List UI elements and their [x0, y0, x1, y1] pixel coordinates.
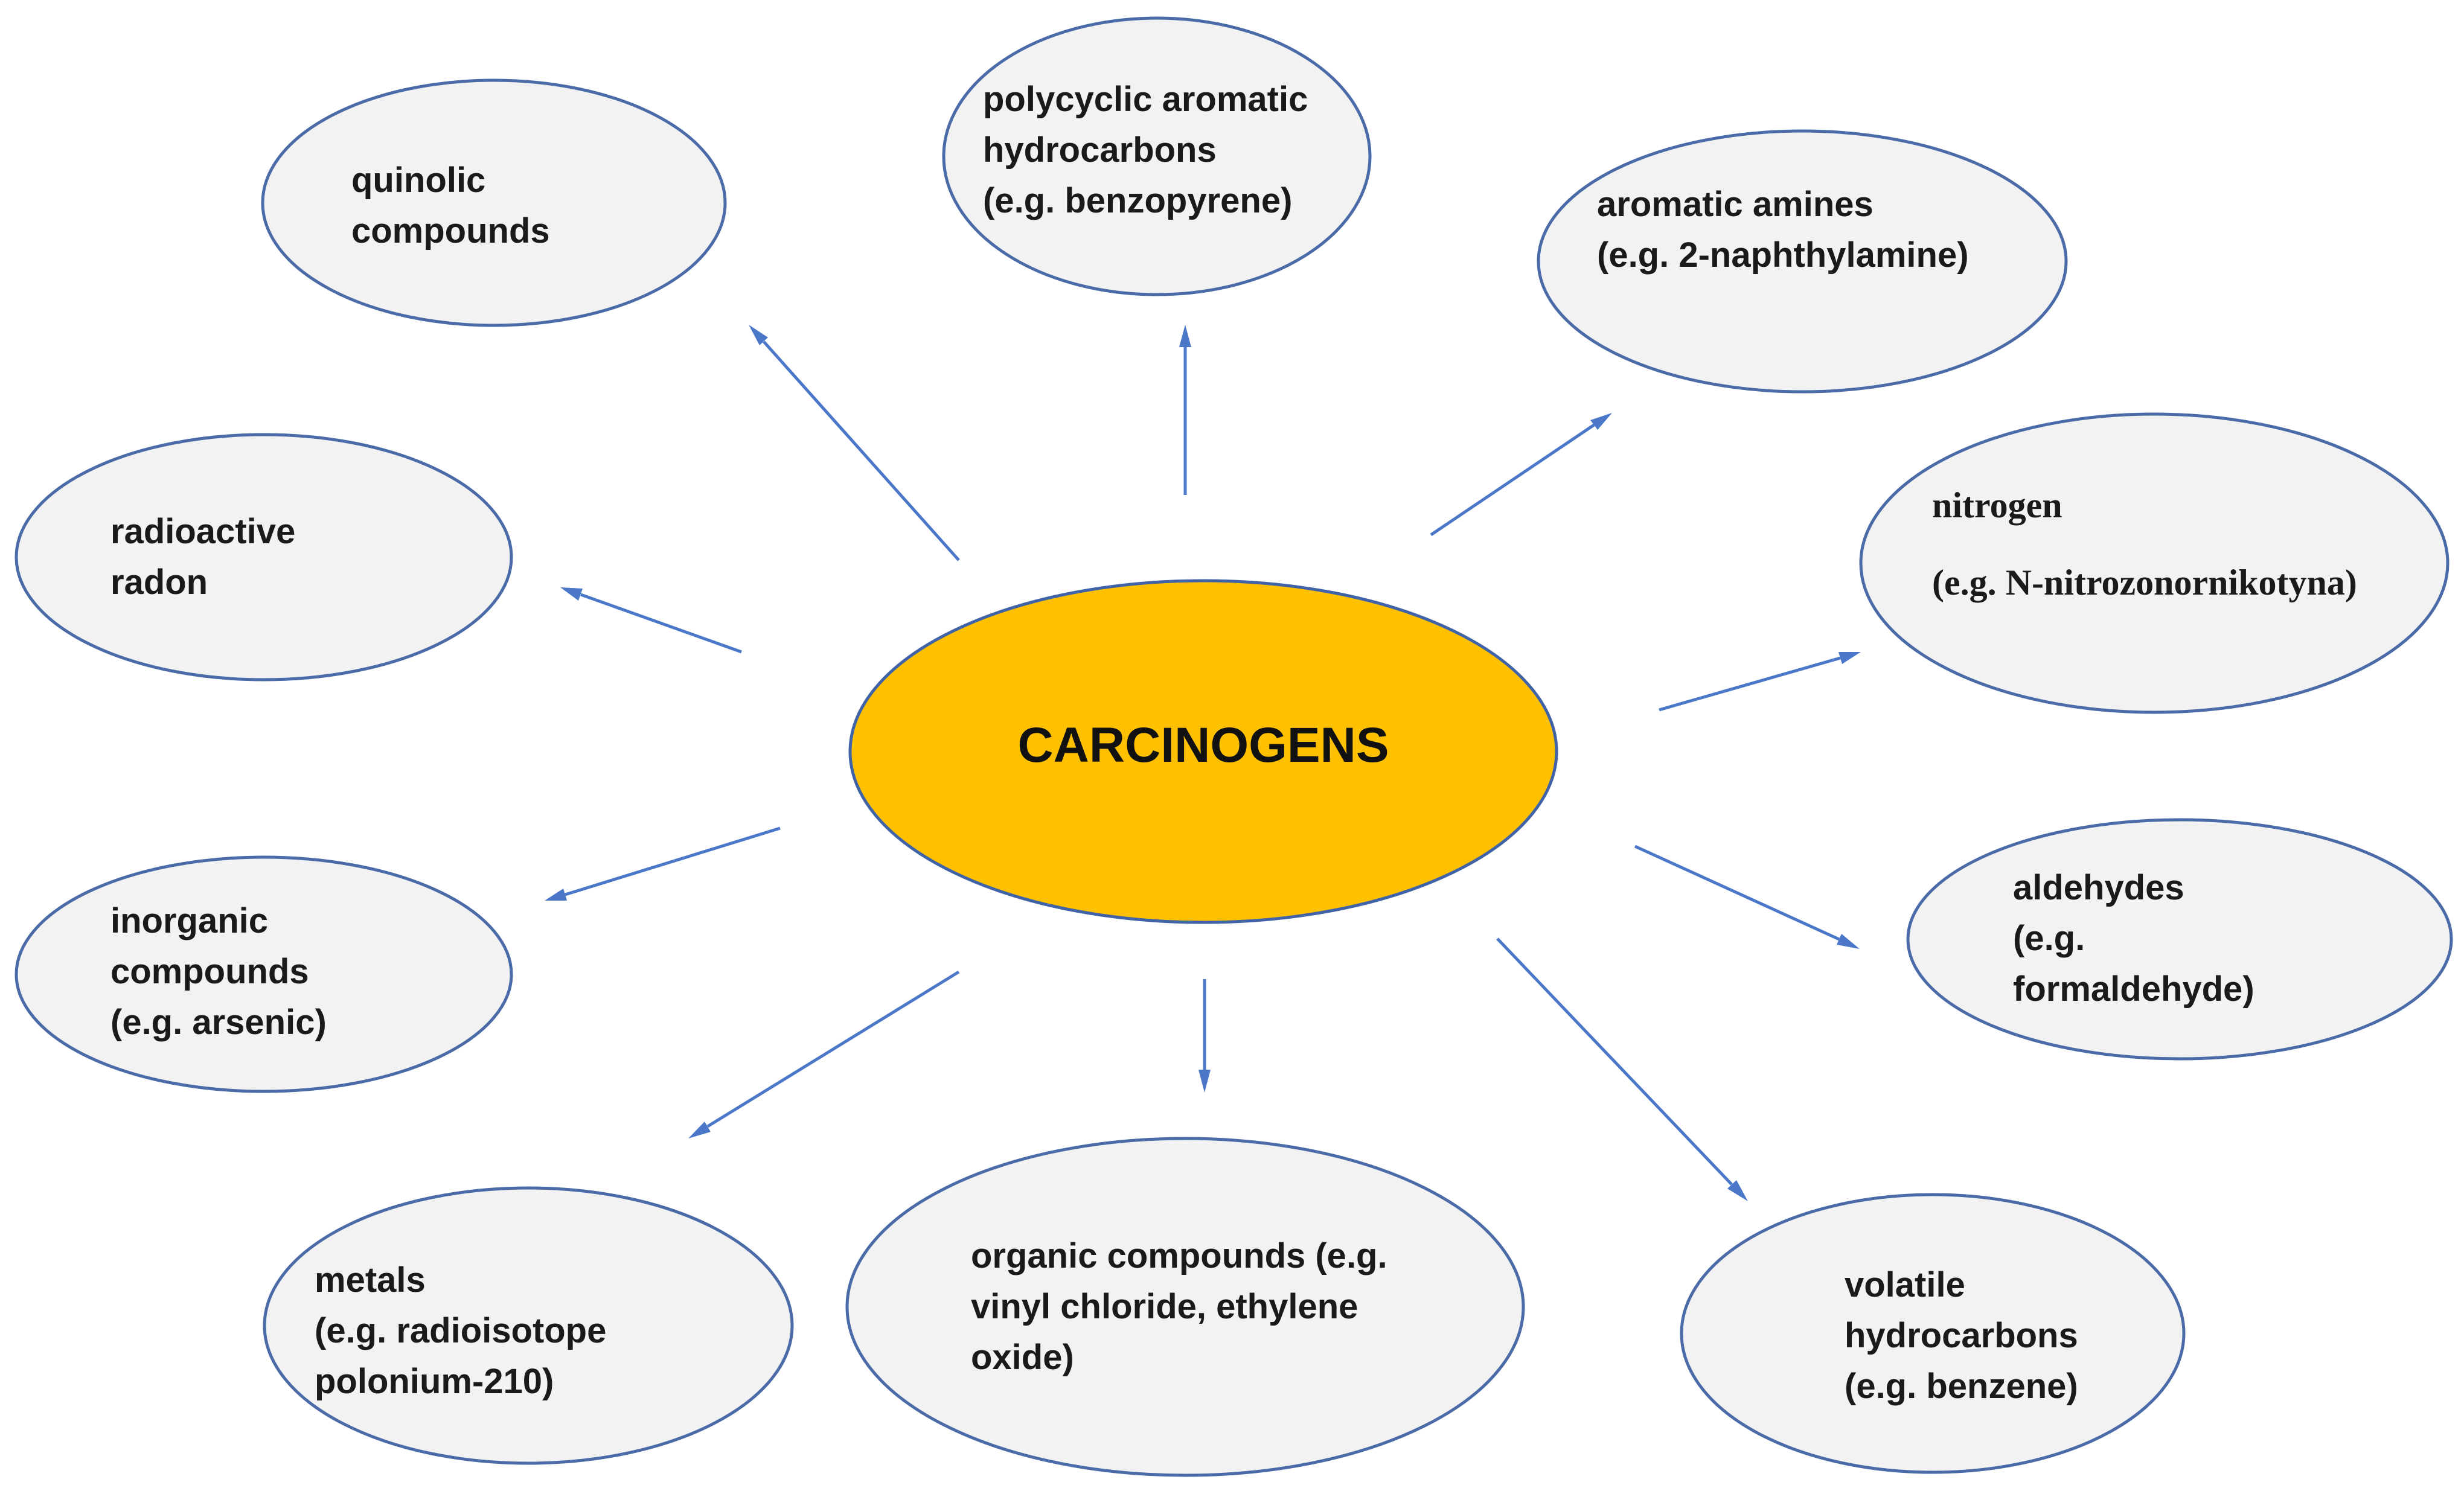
node-inorganic-line-3: (e.g. arsenic): [110, 1003, 327, 1042]
center-node-shape: [848, 579, 1558, 924]
node-metals: metals (e.g. radioisotope polonium-210): [263, 1186, 794, 1465]
svg-text:quinolic compounds: quinolic compounds: [351, 161, 550, 251]
node-radioactive-radon: radioactive radon: [14, 433, 513, 682]
node-quinolic-line-1: quinolic: [351, 161, 485, 200]
node-metals-line-2: (e.g. radioisotope: [315, 1311, 606, 1350]
node-organic-line-3: oxide): [971, 1338, 1074, 1377]
node-aromatic-amines-line-2: (e.g. 2-naphthylamine): [1597, 235, 1969, 275]
svg-text:inorganic compounds: inorganic compounds (e.g. arsenic): [110, 901, 327, 1042]
arrow-to-radon: [560, 587, 742, 654]
node-aldehydes: aldehydes (e.g. formaldehyde): [1906, 818, 2453, 1061]
node-nitrogen: nitrogen (e.g. N-nitrozonornikotyna): [1859, 412, 2450, 714]
node-volatile-line-3: (e.g. benzene): [1845, 1367, 2078, 1406]
svg-text:nitrogen (e.g. N-nitrozo: nitrogen (e.g. N-nitrozonornikotyna): [1932, 485, 2357, 602]
svg-text:aromatic amines (e.g. 2-: aromatic amines (e.g. 2-naphthylamine): [1597, 185, 1969, 275]
arrows: [545, 325, 1861, 1201]
node-aldehydes-line-3: formaldehyde): [2013, 969, 2254, 1009]
node-volatile-line-1: volatile: [1845, 1265, 1965, 1304]
node-nitrogen-line-2: (e.g. N-nitrozonornikotyna): [1932, 563, 2357, 602]
node-polycyclic-aromatic-hydrocarbons: polycyclic aromatic hydrocarbons (e.g. b…: [942, 16, 1372, 296]
svg-text:radioactive radon: radioactive radon: [110, 512, 305, 602]
svg-text:organic compounds (e.g.: organic compounds (e.g. vinyl chloride, …: [971, 1236, 1397, 1377]
svg-text:polycyclic aromatic hydr: polycyclic aromatic hydrocarbons (e.g. b…: [983, 80, 1318, 220]
arrow-to-pah: [1179, 325, 1191, 495]
center-node-label: CARCINOGENS: [1017, 718, 1389, 773]
node-volatile-line-2: hydrocarbons: [1845, 1316, 2078, 1355]
node-aromatic-amines-line-1: aromatic amines: [1597, 185, 1874, 224]
node-organic-line-1: organic compounds (e.g.: [971, 1236, 1387, 1275]
node-pah-line-1: polycyclic aromatic: [983, 80, 1308, 119]
node-volatile-hydrocarbons: volatile hydrocarbons (e.g. benzene): [1680, 1193, 2186, 1474]
arrow-to-inorganic: [545, 826, 781, 901]
svg-text:metals (e.g. radioisotop: metals (e.g. radioisotope polonium-210): [315, 1260, 616, 1401]
arrow-to-quinolic: [749, 325, 960, 561]
center-node: CARCINOGENS: [848, 579, 1558, 924]
arrow-to-volatile: [1496, 937, 1748, 1201]
arrow-to-nitrogen: [1659, 652, 1861, 712]
node-aldehydes-line-2: (e.g.: [2013, 919, 2085, 958]
node-radon-line-1: radioactive: [110, 512, 295, 551]
node-quinolic-line-2: compounds: [351, 211, 550, 251]
node-organic-line-2: vinyl chloride, ethylene: [971, 1287, 1358, 1326]
node-pah-line-2: hydrocarbons: [983, 130, 1217, 170]
node-pah-line-3: (e.g. benzopyrene): [983, 181, 1292, 220]
arrow-to-metals: [688, 970, 960, 1138]
node-nitrogen-line-1: nitrogen: [1932, 485, 2062, 525]
node-aromatic-amines: aromatic amines (e.g. 2-naphthylamine): [1537, 129, 2068, 394]
node-radon-line-2: radon: [110, 563, 208, 602]
node-inorganic-line-1: inorganic: [110, 901, 268, 940]
node-metals-line-3: polonium-210): [315, 1362, 554, 1401]
node-aldehydes-line-1: aldehydes: [2013, 868, 2184, 907]
arrow-to-organic: [1198, 979, 1211, 1093]
node-inorganic-line-2: compounds: [110, 952, 309, 991]
node-inorganic-compounds: inorganic compounds (e.g. arsenic): [14, 855, 513, 1093]
node-metals-line-1: metals: [315, 1260, 426, 1300]
node-organic-compounds: organic compounds (e.g. vinyl chloride, …: [845, 1137, 1525, 1477]
arrow-to-aldehydes: [1634, 844, 1860, 949]
arrow-to-aromatic-amines: [1430, 413, 1612, 537]
svg-text:volatile hydrocarbons: volatile hydrocarbons (e.g. benzene): [1845, 1265, 2088, 1406]
svg-text:aldehydes (e.g. fo: aldehydes (e.g. formaldehyde): [2013, 868, 2254, 1009]
node-quinolic-compounds: quinolic compounds: [261, 78, 727, 327]
